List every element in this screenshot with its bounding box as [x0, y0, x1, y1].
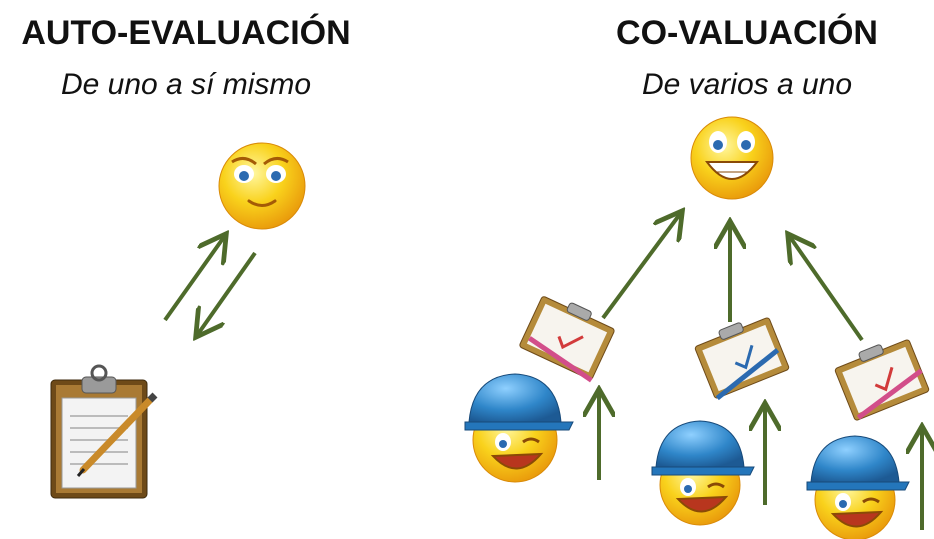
co-evaluation-title: CO-VALUACIÓN [616, 14, 878, 52]
arrow-down [198, 251, 257, 334]
auto-evaluation-subtitle: De uno a sí mismo [60, 68, 312, 101]
peer-arrows [599, 214, 922, 530]
self-smiley-icon [218, 142, 306, 230]
auto-evaluation-title: AUTO-EVALUACIÓN [21, 14, 351, 52]
worker-smiley-icon [651, 420, 755, 526]
group-smiley-icon [690, 116, 774, 200]
clipboard-icon [50, 364, 158, 499]
worker-smiley-icon [806, 435, 910, 539]
arrow-left-peer [601, 214, 680, 320]
arrow-right-peer [790, 237, 864, 342]
arrow-up [163, 237, 224, 322]
co-evaluation-subtitle: De varios a uno [641, 68, 853, 101]
peer-clipboard-icon [519, 296, 615, 383]
self-arrows [163, 237, 257, 334]
peer-clipboard-icon [694, 317, 790, 401]
worker-smiley-icon [464, 373, 574, 483]
peer-clipboard-icon [834, 339, 930, 421]
